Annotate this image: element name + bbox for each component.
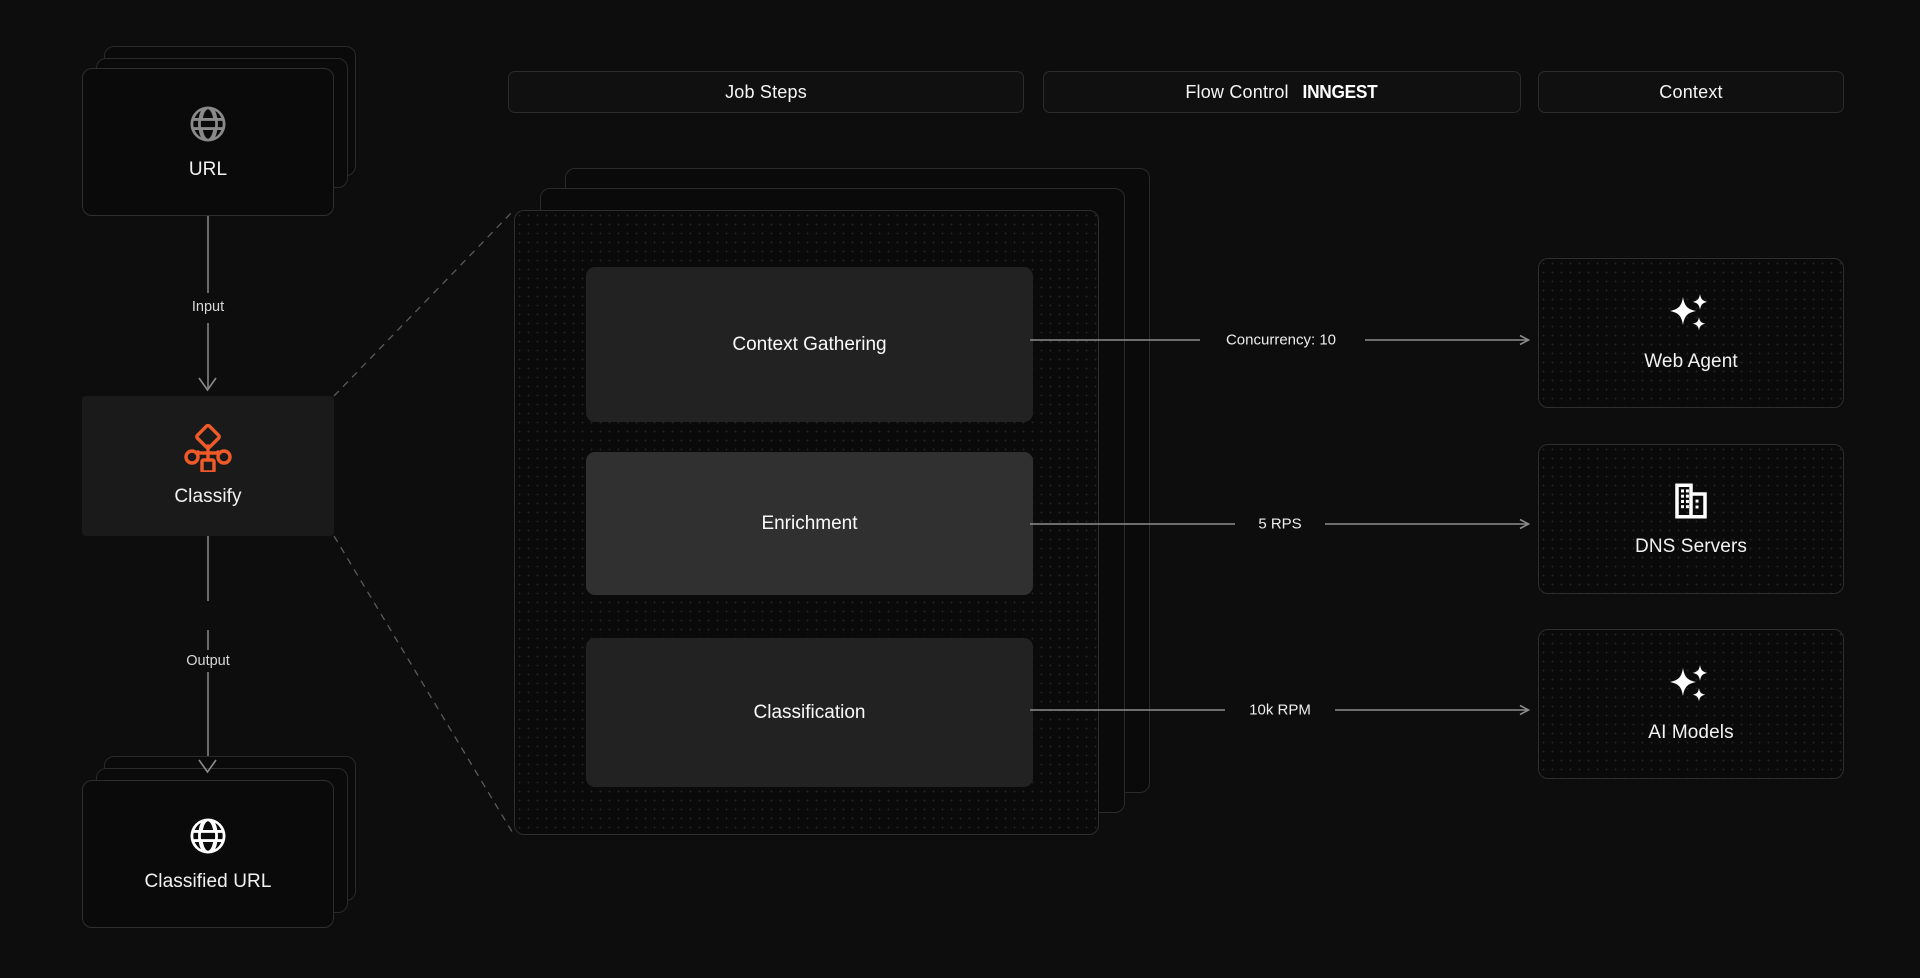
edge-url-to-classify-lower (207, 323, 209, 388)
job-step-context-gathering[interactable]: Context Gathering (586, 267, 1033, 422)
edge-classify-to-output-lower (207, 630, 209, 770)
header-pill-context[interactable]: Context (1538, 71, 1844, 113)
edge-url-to-classify-upper (207, 216, 209, 293)
context-card-label: DNS Servers (1635, 536, 1747, 557)
job-step-enrichment[interactable]: Enrichment (586, 452, 1033, 595)
workflow-icon (182, 423, 234, 474)
context-card-label: Web Agent (1644, 351, 1738, 372)
node-url-label: URL (188, 159, 228, 180)
job-step-label: Classification (753, 701, 866, 723)
edge-label-input: Input (183, 296, 233, 318)
inngest-logo-text: INNGEST (1302, 81, 1378, 102)
sparkles-icon (1667, 293, 1715, 337)
context-card-ai-models[interactable]: AI Models (1538, 629, 1844, 779)
flow-edge-label-concurrency: Concurrency: 10 (1215, 331, 1347, 349)
edge-classify-to-output-upper (207, 536, 209, 601)
context-card-dns-servers[interactable]: DNS Servers (1538, 444, 1844, 594)
flow-edge-label-rpm: 10k RPM (1239, 701, 1321, 719)
node-classify[interactable]: Classify (82, 396, 334, 536)
edge-label-output: Output (178, 650, 238, 672)
node-classified-url[interactable]: Classified URL (82, 780, 334, 928)
header-label-job-steps: Job Steps (725, 81, 807, 102)
sparkles-icon (1667, 664, 1715, 708)
job-steps-panel: Context Gathering Enrichment Classificat… (514, 210, 1099, 835)
node-classify-label: Classify (174, 486, 242, 507)
header-label-flow-control: Flow Control (1185, 81, 1289, 102)
globe-icon (187, 103, 229, 145)
header-pill-flow-control[interactable]: Flow Control INNGEST (1043, 71, 1521, 113)
node-classified-url-label: Classified URL (144, 871, 272, 892)
expansion-line-bottom (333, 535, 515, 836)
globe-icon (187, 815, 229, 857)
job-step-classification[interactable]: Classification (586, 638, 1033, 787)
job-step-label: Context Gathering (732, 333, 887, 355)
expansion-line-top (333, 209, 515, 397)
header-label-context: Context (1659, 81, 1723, 102)
context-card-label: AI Models (1648, 722, 1734, 743)
header-pill-job-steps[interactable]: Job Steps (508, 71, 1024, 113)
context-card-web-agent[interactable]: Web Agent (1538, 258, 1844, 408)
node-url[interactable]: URL (82, 68, 334, 216)
flow-edge-label-rps: 5 RPS (1248, 515, 1312, 533)
building-icon (1670, 480, 1712, 522)
job-step-label: Enrichment (761, 512, 858, 534)
